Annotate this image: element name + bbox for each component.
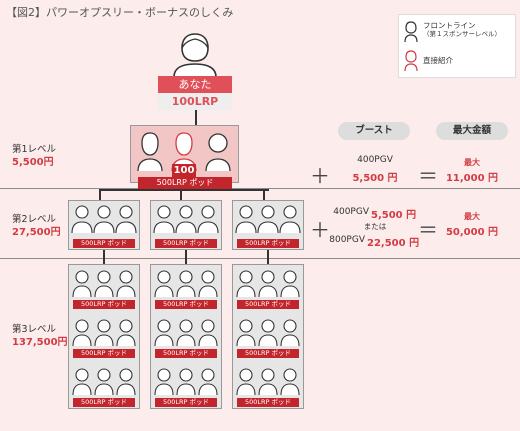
level3-name: 第3レベル xyxy=(12,324,57,335)
equals-symbol: ＝ xyxy=(418,218,438,242)
level1-pod-label: 500LRP ポッド xyxy=(138,177,232,189)
level2-amount: 27,500円 xyxy=(12,227,61,238)
level-separator xyxy=(0,258,520,259)
level3-pod-label: 500LRP ポッド xyxy=(237,398,299,407)
level3-pod-label: 500LRP ポッド xyxy=(73,349,135,358)
equals-symbol: ＝ xyxy=(418,164,438,188)
level3-pod-label: 500LRP ポッド xyxy=(155,398,217,407)
level3-pod-label: 500LRP ポッド xyxy=(237,349,299,358)
level2-pod-label: 500LRP ポッド xyxy=(155,239,217,248)
level3-pod-label: 500LRP ポッド xyxy=(237,300,299,309)
page-title: 【図2】パワーオプスリー・ボーナスのしくみ xyxy=(6,6,234,19)
boost-header: ブースト xyxy=(338,122,410,140)
legend: フロントライン （第１スポンサーレベル） 直接紹介 xyxy=(398,14,516,78)
max-amount-header: 最大金額 xyxy=(436,122,508,140)
row2-pgv2: 800PGV xyxy=(329,235,365,245)
level3-pod-label: 500LRP ポッド xyxy=(73,398,135,407)
legend-direct-label: 直接紹介 xyxy=(423,56,453,65)
level3-pod-label: 500LRP ポッド xyxy=(155,300,217,309)
row1-pgv: 400PGV xyxy=(357,155,393,165)
row2-pgv1: 400PGV xyxy=(333,207,369,217)
row1-max-amount: 11,000 円 xyxy=(445,173,499,184)
level2-people xyxy=(71,205,301,234)
plus-symbol: ＋ xyxy=(310,164,330,188)
row2-boost2: 22,500 円 xyxy=(367,238,420,249)
row2-max-label: 最大 xyxy=(464,212,480,221)
level-separator xyxy=(0,188,520,189)
person-icon xyxy=(137,132,163,172)
plus-symbol: ＋ xyxy=(310,218,330,242)
level2-name: 第2レベル xyxy=(12,214,57,225)
direct-person-icon xyxy=(404,50,418,72)
connector-level2-level3 xyxy=(103,250,105,264)
frontline-person-icon xyxy=(404,21,418,43)
level2-pod-label: 500LRP ポッド xyxy=(237,239,299,248)
row2-boost1: 5,500 円 xyxy=(371,210,417,221)
level2-pod-label: 500LRP ポッド xyxy=(73,239,135,248)
row2-max-amount: 50,000 円 xyxy=(445,227,499,238)
level1-name: 第1レベル xyxy=(12,144,57,155)
level3-pod-label: 500LRP ポッド xyxy=(73,300,135,309)
row1-boost-amount: 5,500 円 xyxy=(352,173,398,184)
legend-frontline-sub: （第１スポンサーレベル） xyxy=(423,30,501,38)
you-person-icon xyxy=(173,33,217,78)
connector-level1-level2 xyxy=(99,189,269,191)
you-points: 100LRP xyxy=(158,93,232,110)
level1-center-points: 100 xyxy=(172,164,196,177)
row1-max-label: 最大 xyxy=(464,158,480,167)
level3-people xyxy=(72,270,300,396)
connector-you-level1 xyxy=(195,110,197,125)
level3-pod-label: 500LRP ポッド xyxy=(155,349,217,358)
you-label: あなた xyxy=(158,76,232,93)
level1-amount: 5,500円 xyxy=(12,157,54,168)
level3-amount: 137,500円 xyxy=(12,337,68,348)
person-icon xyxy=(205,133,231,172)
row2-or: または xyxy=(363,222,387,231)
legend-frontline-label: フロントライン xyxy=(423,21,476,30)
